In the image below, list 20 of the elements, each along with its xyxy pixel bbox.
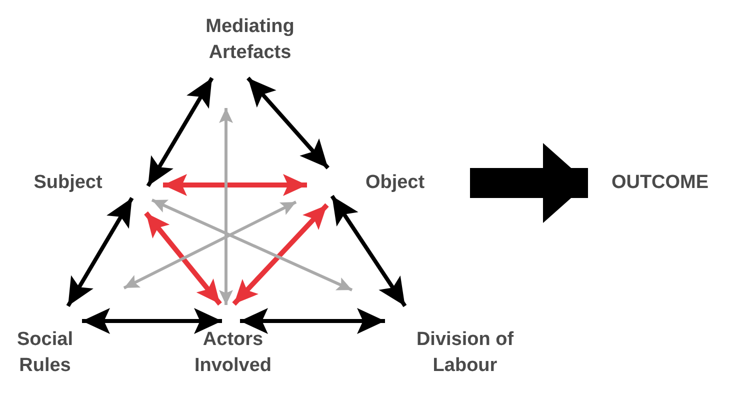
- double-arrow: [240, 308, 385, 334]
- double-arrow: [66, 196, 134, 308]
- double-arrow: [163, 174, 307, 196]
- node-label: Actors Involved: [183, 327, 283, 379]
- node-label: Object: [345, 170, 445, 196]
- node-label: Mediating Artefacts: [180, 14, 320, 66]
- double-arrow: [219, 108, 233, 305]
- double-arrow: [144, 211, 222, 306]
- double-arrow: [232, 203, 329, 306]
- node-label: Social Rules: [5, 327, 85, 379]
- double-arrow: [246, 76, 330, 170]
- block-arrow: [470, 143, 588, 223]
- double-arrow: [330, 194, 407, 308]
- double-arrow: [82, 308, 222, 334]
- double-arrow: [123, 200, 297, 290]
- node-label: OUTCOME: [600, 170, 720, 196]
- double-arrow: [146, 76, 214, 188]
- node-label: Division of Labour: [405, 327, 525, 379]
- node-label: Subject: [18, 170, 118, 196]
- double-arrow: [151, 198, 353, 292]
